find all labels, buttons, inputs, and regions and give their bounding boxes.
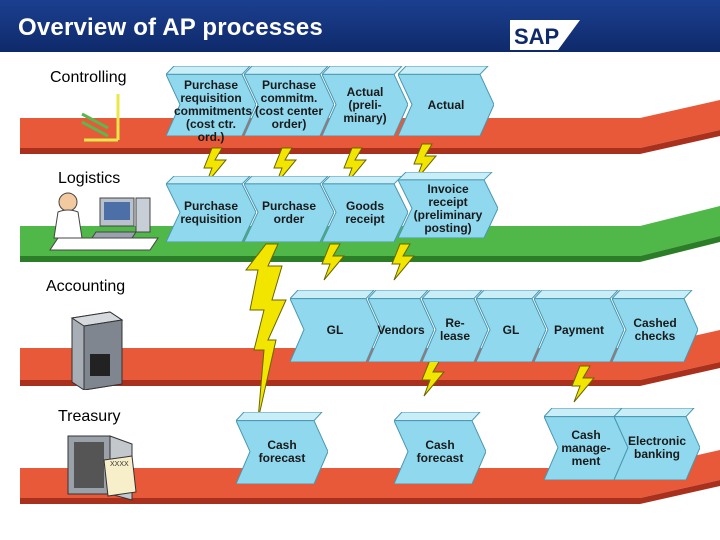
chevron-shape (366, 289, 435, 363)
chevron-shape (164, 175, 257, 243)
chart-icon (81, 94, 120, 142)
lightning-icon (391, 243, 416, 281)
step-label: Cashed checks (633, 316, 677, 344)
worker-at-computer-icon (49, 192, 159, 251)
controlling-step: Actual (preli- minary) (320, 65, 409, 137)
chevron-shape (234, 411, 329, 485)
chevron-shape (420, 289, 489, 363)
treasury-step: Cash manage- ment (542, 407, 629, 481)
lightning-group (203, 143, 596, 421)
server-icon (70, 311, 124, 390)
lightning-icon (343, 147, 368, 185)
accounting-step: GL (288, 289, 381, 363)
chevron-shape (392, 411, 487, 485)
logistics-step: Purchase requisition (164, 175, 257, 243)
step-label: GL (502, 322, 520, 337)
step-label: Cash manage- ment (561, 427, 611, 468)
logistics-step: Goods receipt (320, 175, 409, 243)
svg-text:XXXX: XXXX (110, 461, 129, 468)
step-label: Electronic banking (627, 434, 687, 462)
step-label: Vendors (377, 322, 425, 337)
step-label: Actual (427, 97, 465, 112)
title-bar: Overview of AP processes SAP (0, 0, 720, 52)
chevron-shape (396, 171, 499, 239)
step-label: GL (326, 322, 344, 337)
step-label: Cash forecast (416, 438, 464, 466)
logistics-step: Invoice receipt (preliminary posting) (396, 171, 499, 239)
step-label: Purchase requisition commitments (cost c… (174, 78, 253, 145)
treasury-step: Electronic banking (612, 407, 701, 481)
controlling-step: Actual (396, 65, 495, 137)
chevron-shape (320, 175, 409, 243)
controlling-step: Purchase requisition commitments (cost c… (164, 65, 257, 144)
safe-icon: XXXX (67, 435, 137, 501)
lane-label-accounting: Accounting (46, 278, 126, 295)
accounting-step: Vendors (366, 289, 435, 363)
step-label: Invoice receipt (preliminary posting) (413, 181, 483, 235)
accounting-step: Re- lease (420, 289, 489, 363)
band-accounting (20, 330, 720, 386)
accounting-step: GL (474, 289, 547, 363)
chevron-shape (242, 65, 335, 137)
step-label: Purchase commitm. (cost center order) (254, 78, 324, 132)
lightning-icon (413, 143, 438, 181)
logistics-step: Purchase order (242, 175, 335, 243)
svg-text:SAP: SAP (514, 24, 559, 49)
sap-logo: SAP (510, 20, 580, 50)
lightning-icon (203, 147, 228, 185)
treasury-step: Cash forecast (234, 411, 329, 485)
step-label: Cash forecast (258, 438, 306, 466)
step-label: Purchase order (261, 198, 317, 226)
lightning-icon (273, 147, 298, 185)
controlling-step: Purchase commitm. (cost center order) (242, 65, 335, 137)
chevron-shape (320, 65, 409, 137)
step-label: Goods receipt (345, 198, 385, 226)
step-label: Payment (553, 322, 605, 337)
page-title: Overview of AP processes (18, 14, 323, 41)
step-label: Purchase requisition (180, 198, 242, 226)
lane-label-logistics: Logistics (58, 170, 121, 187)
accounting-step: Payment (532, 289, 625, 363)
lightning-icon (421, 359, 446, 397)
lightning-icon (571, 365, 596, 403)
lane-label-treasury: Treasury (58, 408, 121, 425)
lightning-icon (244, 243, 287, 421)
lane-label-controlling: Controlling (50, 69, 127, 86)
treasury-step: Cash forecast (392, 411, 487, 485)
accounting-step: Cashed checks (610, 289, 699, 363)
chevron-shape (474, 289, 547, 363)
band-treasury (20, 450, 720, 504)
chevron-shape (164, 65, 257, 137)
chevron-shape (610, 289, 699, 363)
lightning-icon (321, 243, 346, 281)
step-label: Actual (preli- minary) (343, 84, 387, 125)
chevron-shape (542, 407, 629, 481)
step-label: Re- lease (439, 316, 471, 344)
